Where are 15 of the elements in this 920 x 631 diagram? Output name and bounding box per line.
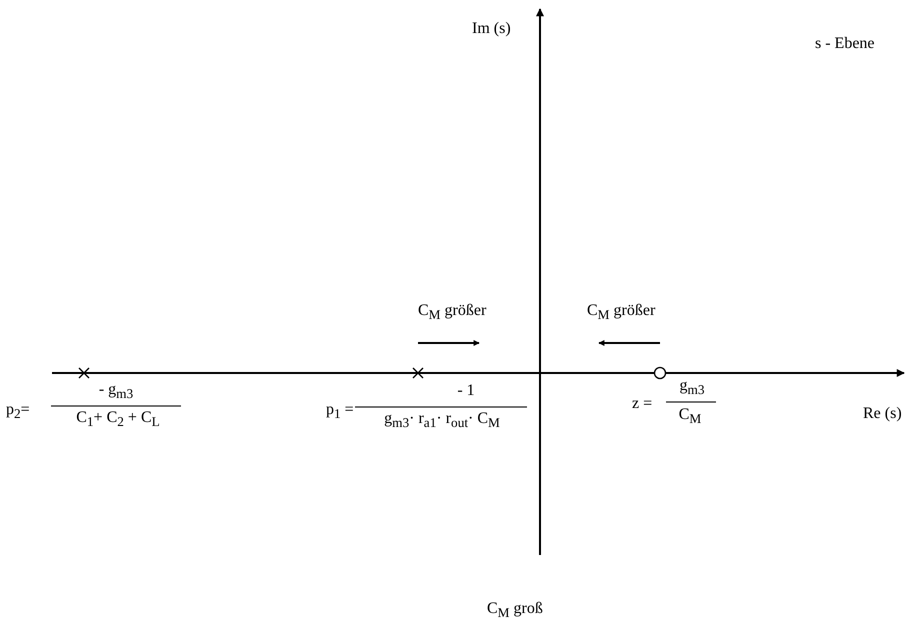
formula-denominator: C$_{M}$	[678, 406, 702, 428]
axis-label: Im (s)	[472, 20, 511, 38]
formula-denominator: C$_{1}$+ C$_{2}$ + C$_{L}$	[76, 409, 160, 432]
formula-numerator: g$_{m3}$	[679, 377, 705, 400]
annotation-text: C$_{M}$ groß	[487, 600, 543, 622]
annotation-text: C$_{M}$ größer	[587, 302, 656, 324]
formula-denominator: g$_{m3}$· r$_{a1}$· r$_{out}$· C$_{M}$	[384, 410, 500, 432]
formula-text: p$_{1}$ =	[326, 401, 354, 424]
plane-label: s - Ebene	[815, 35, 875, 53]
formula-text: z =	[632, 395, 652, 413]
formula-text: p$_{2}$=	[6, 401, 30, 424]
formula-numerator: - 1	[457, 382, 475, 400]
formula-numerator: - g$_{m3}$	[98, 381, 134, 404]
axis-label: Re (s)	[863, 405, 902, 423]
annotation-text: C$_{M}$ größer	[418, 302, 486, 324]
